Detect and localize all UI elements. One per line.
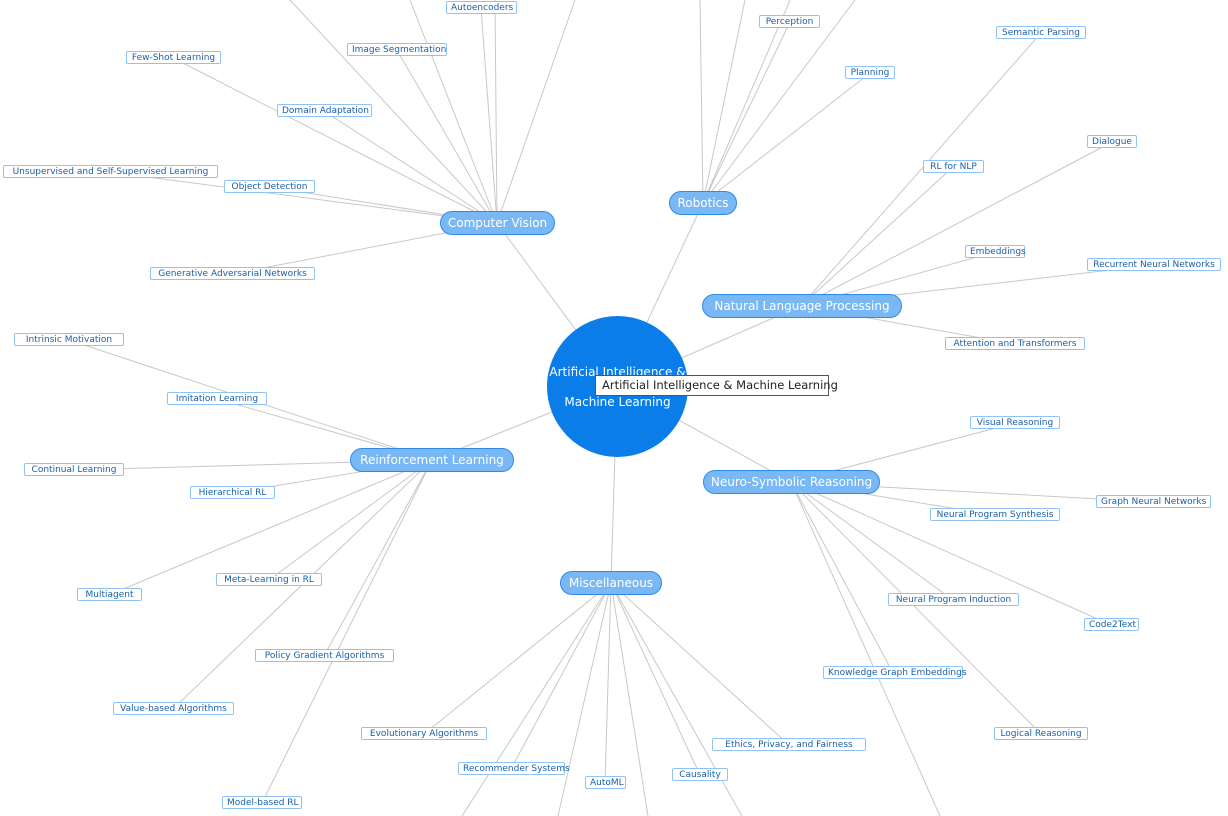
edge-21 <box>702 0 791 204</box>
edge-13 <box>289 0 498 224</box>
edge-15 <box>494 0 498 224</box>
edge-17 <box>702 21 791 204</box>
leaf-imitation-learning[interactable]: Imitation Learning <box>167 392 267 405</box>
edge-50 <box>610 582 790 746</box>
edge-34 <box>268 459 433 581</box>
leaf-gnn[interactable]: Graph Neural Networks <box>1096 495 1211 508</box>
branch-robotics[interactable]: Robotics <box>669 191 737 215</box>
edge-44 <box>790 481 1042 735</box>
edge-19 <box>699 0 704 204</box>
edge-16 <box>496 0 576 224</box>
leaf-kg-embeddings[interactable]: Knowledge Graph Embeddings <box>823 666 967 679</box>
leaf-few-shot-learning[interactable]: Few-Shot Learning <box>126 51 221 64</box>
leaf-dialogue[interactable]: Dialogue <box>1087 135 1137 148</box>
branch-miscellaneous[interactable]: Miscellaneous <box>560 571 662 595</box>
branch-reinforcement-learning[interactable]: Reinforcement Learning <box>350 448 514 472</box>
edge-33 <box>108 459 433 596</box>
edge-22 <box>702 0 856 204</box>
branch-neuro-symbolic[interactable]: Neuro-Symbolic Reasoning <box>703 470 880 494</box>
edge-14 <box>409 0 498 224</box>
leaf-evolutionary-algorithms[interactable]: Evolutionary Algorithms <box>361 727 487 740</box>
edge-54 <box>610 582 743 816</box>
edge-8 <box>172 57 498 224</box>
edge-46 <box>423 582 612 735</box>
leaf-model-based-rl[interactable]: Model-based RL <box>222 796 302 809</box>
edge-24 <box>800 141 1113 307</box>
leaf-unsupervised-learning[interactable]: Unsupervised and Self-Supervised Learnin… <box>3 165 218 178</box>
leaf-neural-program-induction[interactable]: Neural Program Induction <box>888 593 1019 606</box>
leaf-policy-gradient[interactable]: Policy Gradient Algorithms <box>255 649 394 662</box>
leaf-rnn[interactable]: Recurrent Neural Networks <box>1087 258 1221 271</box>
leaf-meta-learning-rl[interactable]: Meta-Learning in RL <box>216 573 322 586</box>
edge-51 <box>461 582 612 816</box>
edge-6 <box>480 7 498 224</box>
root-label-line2: Machine Learning <box>564 394 671 409</box>
branch-nlp[interactable]: Natural Language Processing <box>702 294 902 318</box>
leaf-value-based[interactable]: Value-based Algorithms <box>113 702 234 715</box>
edge-52 <box>557 582 612 816</box>
leaf-ethics-privacy-fairness[interactable]: Ethics, Privacy, and Fairness <box>712 738 866 751</box>
leaf-logical-reasoning[interactable]: Logical Reasoning <box>994 727 1088 740</box>
leaf-gan[interactable]: Generative Adversarial Networks <box>150 267 315 280</box>
edge-18 <box>702 72 871 204</box>
edge-10 <box>109 171 498 224</box>
edge-45 <box>790 481 941 816</box>
leaf-visual-reasoning[interactable]: Visual Reasoning <box>970 416 1060 429</box>
edge-37 <box>261 459 433 804</box>
leaf-object-detection[interactable]: Object Detection <box>224 180 315 193</box>
leaf-continual-learning[interactable]: Continual Learning <box>24 463 124 476</box>
edge-49 <box>610 582 701 776</box>
edge-41 <box>790 481 954 601</box>
root-tooltip: Artificial Intelligence & Machine Learni… <box>595 375 838 396</box>
leaf-perception[interactable]: Perception <box>759 15 820 28</box>
leaf-recommender-systems[interactable]: Recommender Systems <box>458 762 570 775</box>
leaf-attention-transformers[interactable]: Attention and Transformers <box>945 337 1085 350</box>
leaf-semantic-parsing[interactable]: Semantic Parsing <box>996 26 1086 39</box>
leaf-neural-program-synthesis[interactable]: Neural Program Synthesis <box>930 508 1060 521</box>
edge-53 <box>610 582 649 816</box>
leaf-image-segmentation[interactable]: Image Segmentation <box>347 43 447 56</box>
edge-48 <box>604 582 612 784</box>
leaf-domain-adaptation[interactable]: Domain Adaptation <box>277 104 372 117</box>
leaf-autoencoders[interactable]: Autoencoders <box>446 1 517 14</box>
edge-9 <box>323 110 498 224</box>
edge-43 <box>790 481 894 674</box>
branch-computer-vision[interactable]: Computer Vision <box>440 211 555 235</box>
leaf-code2text[interactable]: Code2Text <box>1084 618 1139 631</box>
leaf-planning[interactable]: Planning <box>845 66 895 79</box>
edge-20 <box>702 0 746 204</box>
leaf-embeddings[interactable]: Embeddings <box>965 245 1026 258</box>
edge-35 <box>323 459 433 657</box>
edge-42 <box>790 481 1112 626</box>
edge-7 <box>396 49 498 224</box>
leaf-hierarchical-rl[interactable]: Hierarchical RL <box>190 486 275 499</box>
leaf-causality[interactable]: Causality <box>672 768 728 781</box>
edge-23 <box>800 32 1042 307</box>
leaf-rl-for-nlp[interactable]: RL for NLP <box>923 160 984 173</box>
edge-47 <box>510 582 612 770</box>
leaf-intrinsic-motivation[interactable]: Intrinsic Motivation <box>14 333 124 346</box>
leaf-automl[interactable]: AutoML <box>585 776 626 789</box>
leaf-multiagent[interactable]: Multiagent <box>77 588 142 601</box>
edge-25 <box>800 166 954 307</box>
